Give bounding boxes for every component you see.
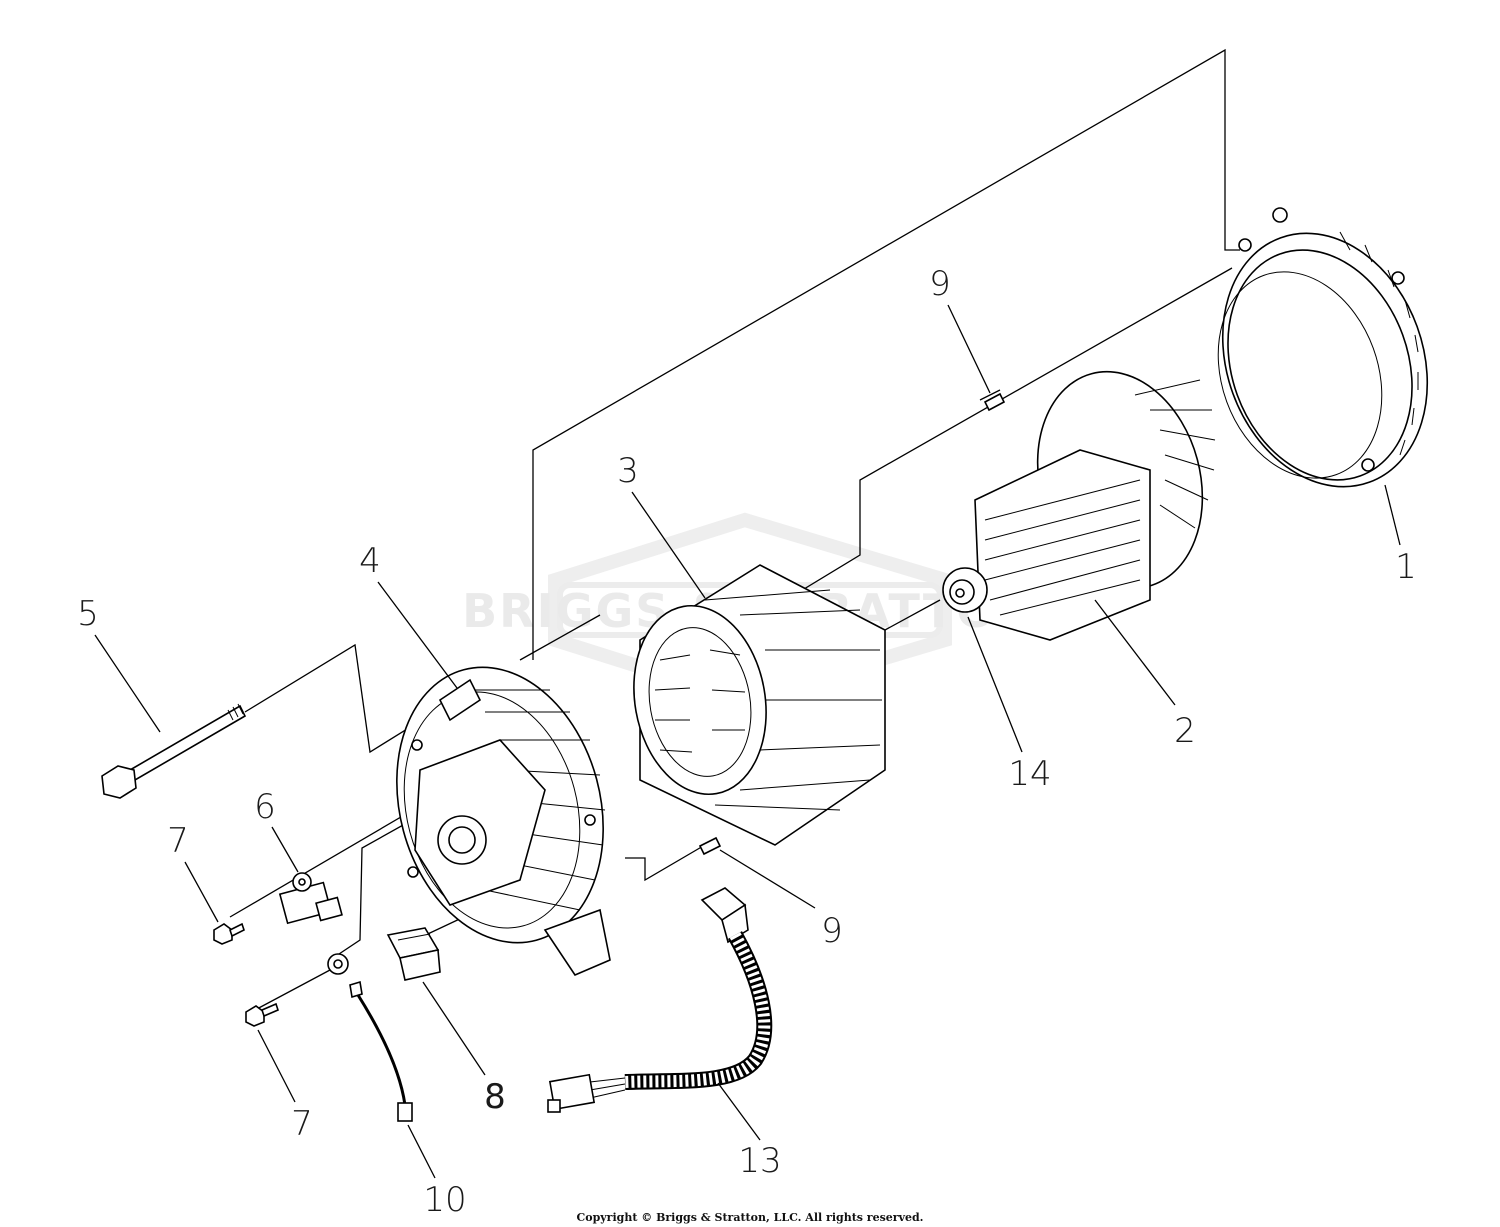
callout-14: 14 bbox=[1008, 754, 1051, 794]
part-stator bbox=[633, 564, 886, 846]
copyright-notice: Copyright © Briggs & Stratton, LLC. All … bbox=[576, 1211, 924, 1224]
part-front-bracket bbox=[396, 666, 611, 976]
callout-7-upper: 7 bbox=[167, 821, 189, 861]
part-screw-upper bbox=[213, 922, 245, 945]
callout-9-lower: 9 bbox=[821, 911, 843, 951]
callout-3: 3 bbox=[617, 451, 639, 491]
part-ground-wire bbox=[327, 953, 413, 1122]
part-clip bbox=[386, 927, 441, 981]
callout-10: 10 bbox=[423, 1180, 466, 1220]
callout-7-lower: 7 bbox=[291, 1104, 313, 1144]
part-dowel-pin-upper bbox=[983, 392, 1006, 412]
part-dowel-pin-lower bbox=[698, 836, 722, 856]
part-wire-harness bbox=[547, 887, 773, 1113]
callout-9-upper: 9 bbox=[929, 264, 951, 304]
part-brush-holder bbox=[278, 872, 343, 925]
part-rotor bbox=[942, 370, 1216, 641]
callouts: 1 2 3 4 5 6 7 7 8 9 9 10 13 14 bbox=[77, 264, 1417, 1220]
callout-4: 4 bbox=[359, 541, 381, 581]
callout-5: 5 bbox=[77, 594, 99, 634]
callout-2: 2 bbox=[1174, 711, 1196, 751]
part-rear-housing bbox=[1217, 207, 1429, 488]
callout-6: 6 bbox=[254, 787, 276, 827]
part-screw-lower bbox=[245, 1002, 279, 1027]
part-through-bolt bbox=[101, 703, 247, 799]
callout-1: 1 bbox=[1395, 547, 1417, 587]
callout-8: 8 bbox=[484, 1077, 506, 1117]
callout-13: 13 bbox=[738, 1141, 781, 1181]
